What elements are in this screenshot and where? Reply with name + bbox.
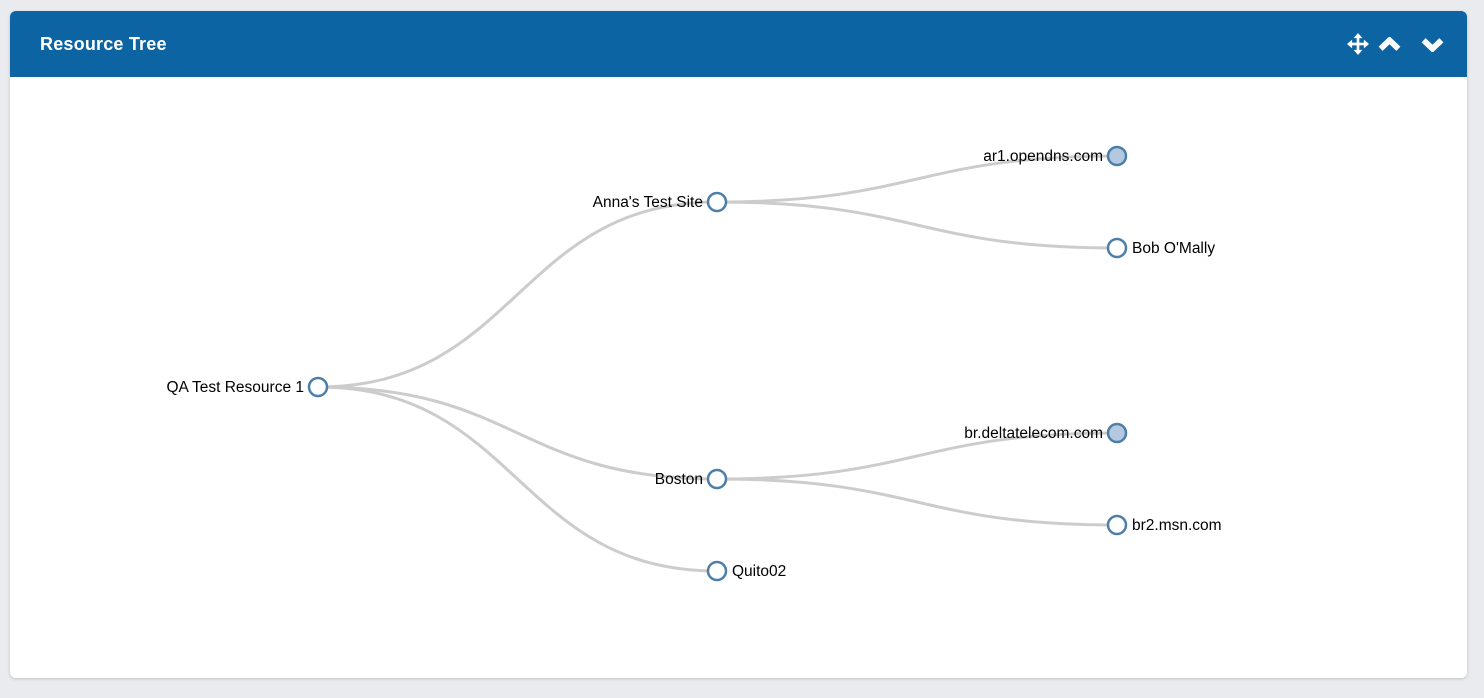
resource-tree-canvas[interactable]: QA Test Resource 1 Anna's Test Site ar1.op… [10,77,1467,678]
panel-body: QA Test Resource 1 Anna's Test Site ar1.op… [10,77,1467,678]
tree-node-anna: Anna's Test Site [593,191,728,213]
tree-node-br2: br2.msn.com [1106,514,1222,536]
tree-node-label-br2: br2.msn.com [1132,517,1222,534]
move-icon-glyph [1347,33,1369,55]
tree-node-label-brdelta: br.deltatelecom.com [964,425,1103,442]
tree-node-label-root: QA Test Resource 1 [166,379,304,396]
tree-node-root: QA Test Resource 1 [166,376,329,398]
tree-node-quito: Quito02 [706,560,786,582]
tree-link-anna-bob [716,200,1118,250]
tree-node-brdelta: br.deltatelecom.com [964,422,1128,444]
tree-link-anna-ar1 [716,154,1118,204]
chevron-up-glyph [1378,36,1400,51]
move-icon[interactable] [1345,31,1371,57]
tree-node-label-bob: Bob O'Mally [1132,240,1215,257]
tree-node-label-anna: Anna's Test Site [593,194,703,211]
tree-link-root-boston [317,385,718,481]
tree-node-circle-ar1[interactable] [1106,145,1128,167]
chevron-up-icon[interactable] [1376,31,1402,57]
tree-node-circle-bob[interactable] [1106,237,1128,259]
tree-link-root-anna [317,200,718,389]
tree-node-circle-brdelta[interactable] [1106,422,1128,444]
tree-node-label-ar1: ar1.opendns.com [983,148,1103,165]
tree-link-root-quito [317,385,718,573]
chevron-down-glyph [1421,37,1443,52]
tree-node-circle-root[interactable] [307,376,329,398]
tree-node-label-boston: Boston [655,471,703,488]
tree-node-ar1: ar1.opendns.com [983,145,1128,167]
panel-header: Resource Tree [10,11,1467,77]
tree-link-boston-br2 [716,477,1118,527]
tree-node-bob: Bob O'Mally [1106,237,1215,259]
tree-link-boston-brdelta [716,431,1118,481]
tree-node-circle-anna[interactable] [706,191,728,213]
tree-node-circle-boston[interactable] [706,468,728,490]
tree-node-circle-br2[interactable] [1106,514,1128,536]
chevron-down-icon[interactable] [1419,31,1445,57]
resource-tree-panel: Resource Tree [10,11,1467,678]
tree-node-label-quito: Quito02 [732,563,786,580]
panel-title: Resource Tree [40,33,167,54]
tree-node-boston: Boston [655,468,728,490]
tree-node-circle-quito[interactable] [706,560,728,582]
